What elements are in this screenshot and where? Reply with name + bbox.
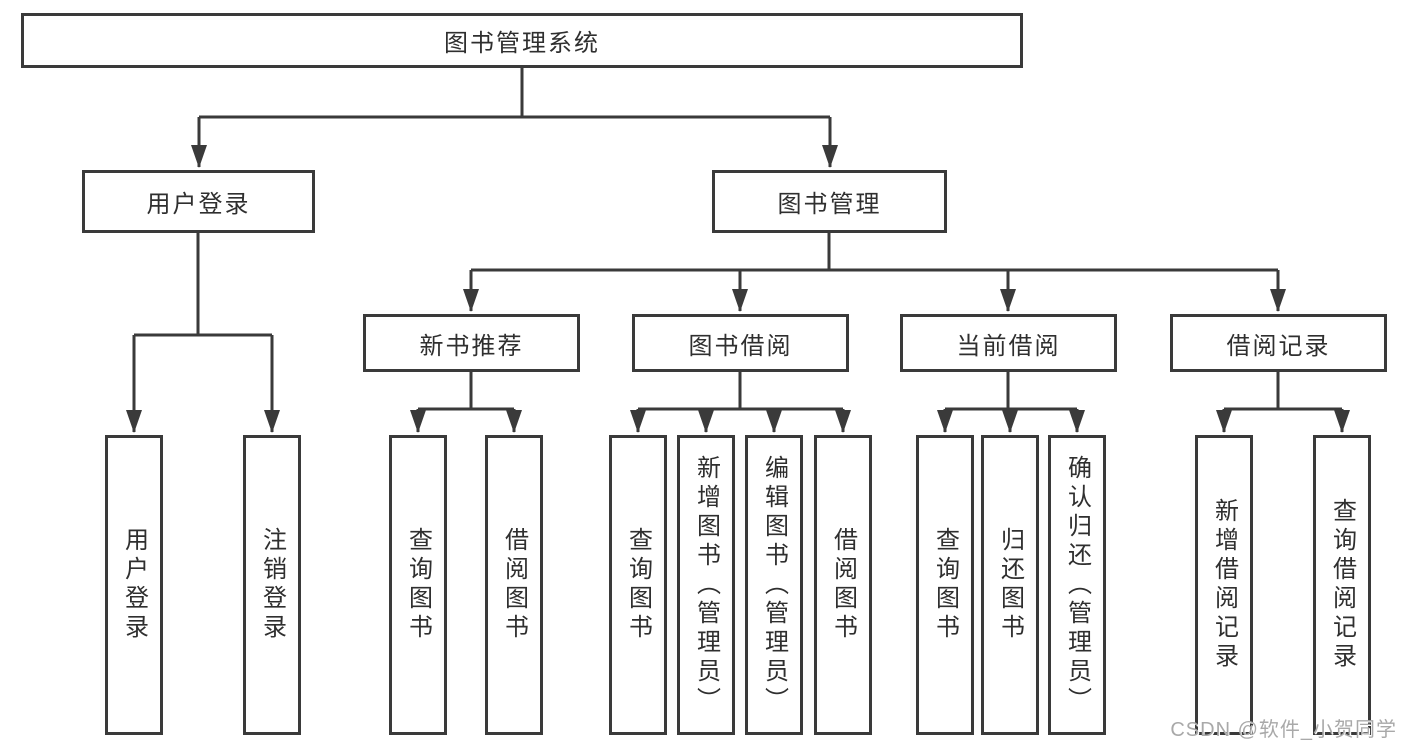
edge-recommend-to-leaves bbox=[418, 372, 514, 411]
node-new-book-recommend: 新书推荐 bbox=[363, 314, 580, 372]
edge-borrow-to-leaves bbox=[638, 372, 843, 411]
edge-records-to-leaves bbox=[1224, 372, 1342, 411]
node-book-borrow: 图书借阅 bbox=[632, 314, 849, 372]
edge-login-to-leaves bbox=[134, 233, 272, 337]
leaf-borrow-books: 借阅图书 bbox=[814, 435, 872, 735]
leaf-logout: 注销登录 bbox=[243, 435, 301, 735]
edge-root-to-level2 bbox=[199, 68, 830, 119]
leaf-user-login: 用户登录 bbox=[105, 435, 163, 735]
node-borrow-records: 借阅记录 bbox=[1170, 314, 1387, 372]
leaf-add-book-admin: 新增图书（管理员） bbox=[677, 435, 735, 735]
leaf-query-books-borrow: 查询图书 bbox=[609, 435, 667, 735]
leaf-query-books-current: 查询图书 bbox=[916, 435, 974, 735]
leaf-return-book: 归还图书 bbox=[981, 435, 1039, 735]
node-root-title: 图书管理系统 bbox=[21, 13, 1023, 68]
edge-mgmt-to-level3 bbox=[471, 233, 1278, 272]
node-book-management: 图书管理 bbox=[712, 170, 947, 233]
edge-current-to-leaves bbox=[945, 372, 1077, 411]
leaf-confirm-return-admin: 确认归还（管理员） bbox=[1048, 435, 1106, 735]
leaf-edit-book-admin: 编辑图书（管理员） bbox=[745, 435, 803, 735]
node-current-borrow: 当前借阅 bbox=[900, 314, 1117, 372]
leaf-query-borrow-record: 查询借阅记录 bbox=[1313, 435, 1371, 735]
node-user-login: 用户登录 bbox=[82, 170, 315, 233]
leaf-query-books-recommend: 查询图书 bbox=[389, 435, 447, 735]
leaf-borrow-books-recommend: 借阅图书 bbox=[485, 435, 543, 735]
leaf-add-borrow-record: 新增借阅记录 bbox=[1195, 435, 1253, 735]
csdn-watermark: CSDN @软件_小贺同学 bbox=[1170, 719, 1397, 741]
